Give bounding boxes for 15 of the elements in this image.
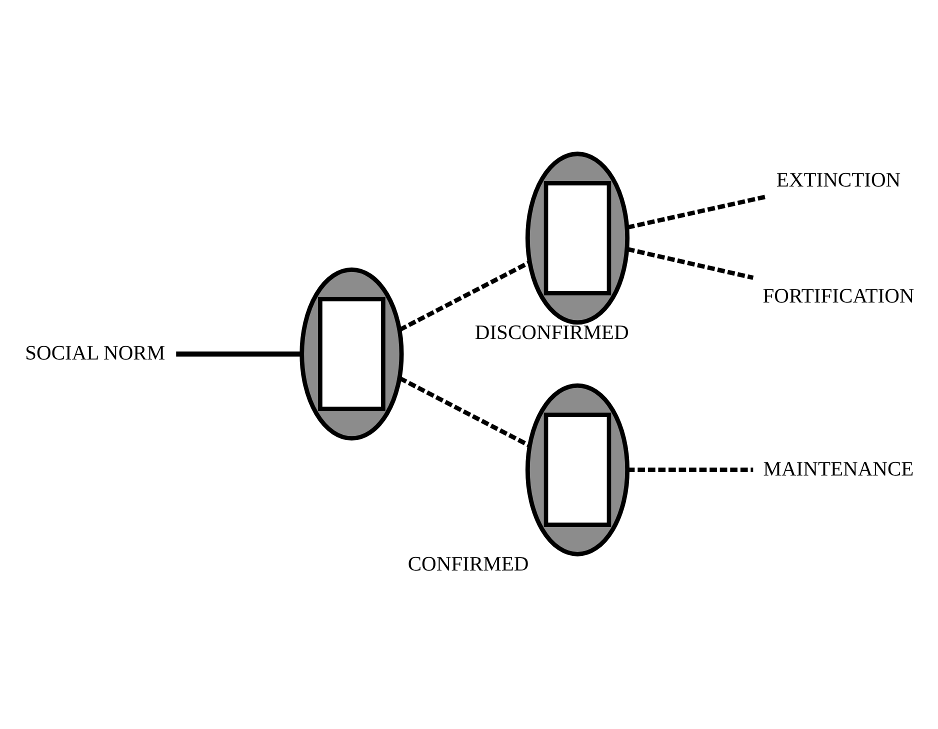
node-text: FORTIFICATION <box>762 284 914 307</box>
connector <box>398 260 530 332</box>
node-label: CONFIRMED <box>408 553 529 576</box>
connector <box>628 467 754 472</box>
connector <box>627 246 754 280</box>
node-ellipse <box>525 151 630 324</box>
node-ellipse <box>525 382 630 556</box>
node-text: SOCIAL NORM <box>25 342 166 364</box>
connector <box>398 376 530 448</box>
node-ellipse <box>300 267 404 440</box>
node-text: MAINTENANCE <box>763 458 914 480</box>
node-label: DISCONFIRMED <box>474 321 629 344</box>
connector <box>627 194 767 230</box>
connector <box>176 350 302 356</box>
node-text: EXTINCTION <box>776 168 901 191</box>
